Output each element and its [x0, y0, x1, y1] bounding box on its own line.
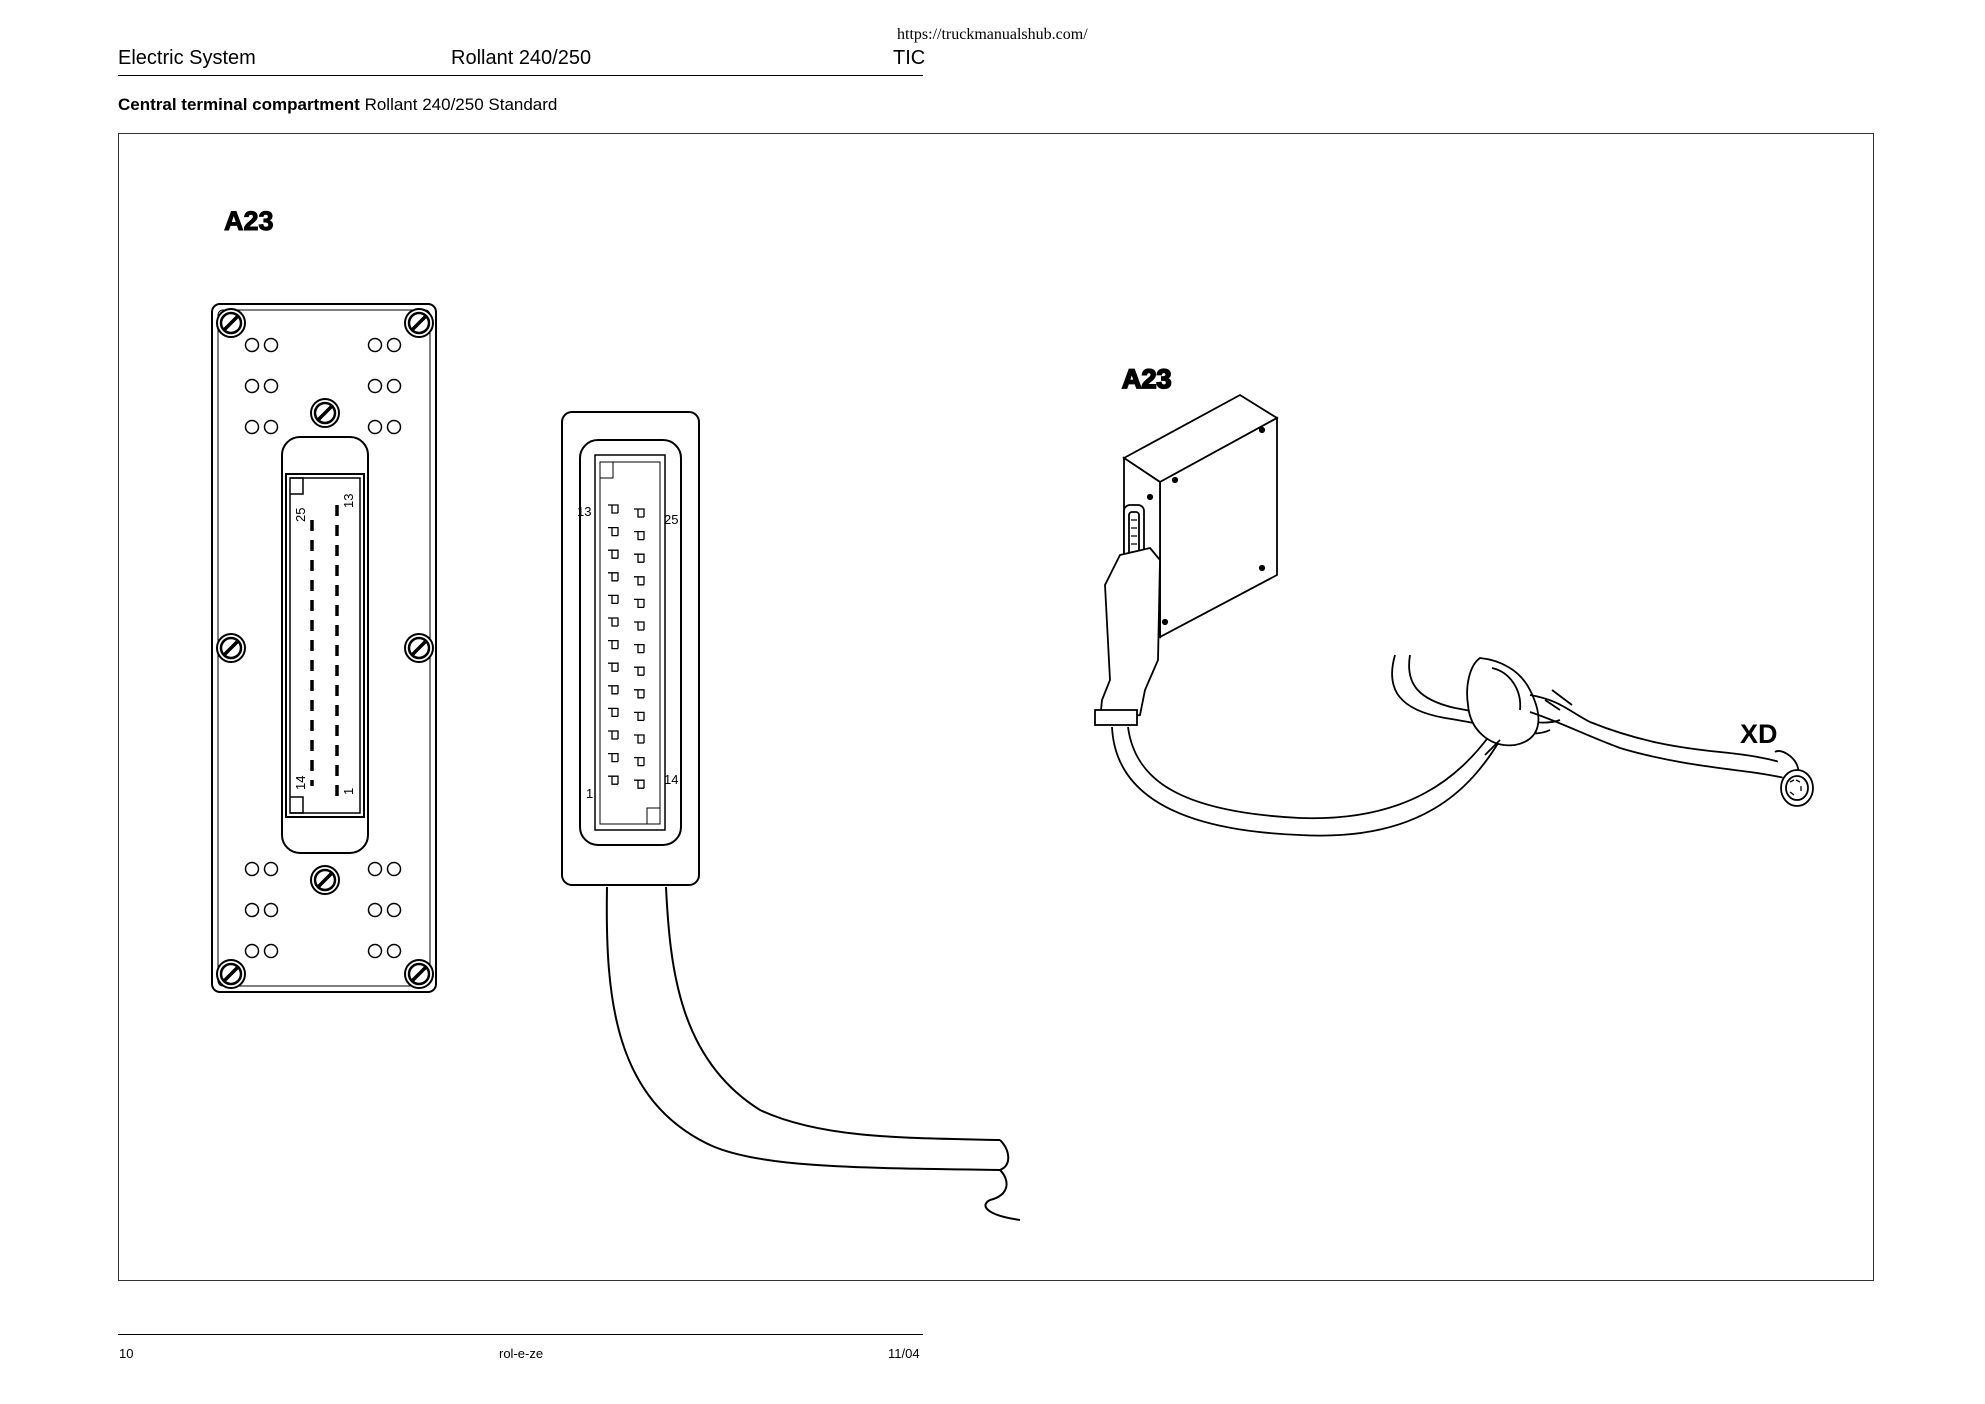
screw-head: [310, 865, 340, 895]
panel-mount-holes: [244, 337, 402, 959]
caption-rest: Rollant 240/250 Standard: [359, 95, 558, 114]
screw-head: [404, 308, 434, 338]
plug-pin-25: 25: [664, 512, 678, 527]
pin-slot: [634, 643, 645, 654]
panel-pin-14: 14: [293, 776, 308, 790]
caption-bold: Central terminal compartment: [118, 95, 360, 114]
screw-head: [404, 633, 434, 663]
plug-pin-13: 13: [577, 504, 591, 519]
pin-slot: [608, 685, 619, 695]
pin-slot: [608, 639, 619, 650]
plug-pin-labels: 13 25 1 14: [577, 504, 678, 801]
pin-slot: [608, 572, 619, 582]
plug-pin-1: 1: [586, 786, 593, 801]
screw-head: [404, 959, 434, 989]
screw-head: [310, 398, 340, 428]
pin-slot: [608, 549, 619, 559]
pin-slot: [634, 553, 645, 563]
pin-plug: [561, 411, 1021, 1221]
pin-slot: [608, 526, 619, 537]
figure-frame: [118, 133, 1874, 1281]
pin-slot: [634, 734, 645, 744]
source-url: https://truckmanualshub.com/: [897, 26, 1088, 43]
panel-pin-13: 13: [341, 494, 356, 508]
a23-module: A23: [1094, 363, 1814, 837]
header-model: Rollant 240/250: [451, 47, 592, 69]
panel-pin-labels: 25 13 14 1: [293, 494, 356, 795]
panel-label: A23: [224, 206, 274, 236]
footer-page: 10: [119, 1346, 134, 1361]
panel-screws: [216, 308, 434, 989]
pin-slot: [608, 617, 619, 627]
panel-pin-25: 25: [293, 508, 308, 522]
pin-slot: [634, 530, 645, 541]
pin-slot: [634, 756, 645, 767]
plug-pin-14: 14: [664, 772, 678, 787]
pin-slot: [634, 576, 645, 586]
connector-label-xd: XD: [1740, 719, 1778, 749]
pin-slot: [634, 711, 645, 722]
pin-slot: [608, 775, 619, 785]
pin-slot: [634, 779, 645, 789]
panel-pin-1: 1: [341, 788, 356, 795]
module-label: A23: [1122, 364, 1172, 394]
footer-rule: [118, 1334, 923, 1335]
header-rule: [118, 75, 923, 76]
header-code: TIC: [893, 47, 926, 69]
footer-date: 11/04: [888, 1346, 920, 1361]
pin-slot: [634, 508, 645, 518]
screw-head: [216, 959, 246, 989]
pin-slot: [634, 621, 645, 631]
pin-slot: [634, 689, 645, 699]
a23-panel: A23: [211, 206, 437, 993]
pin-slot: [608, 594, 619, 605]
pin-slot: [608, 752, 619, 763]
plug-pin-slots: [608, 504, 645, 789]
pin-slot: [608, 504, 619, 514]
pin-slot: [608, 662, 619, 672]
header-section: Electric System: [118, 47, 256, 69]
pin-slot: [634, 598, 645, 609]
footer-doc-code: rol-e-ze: [499, 1346, 544, 1361]
pin-slot: [608, 707, 619, 718]
screw-head: [216, 308, 246, 338]
screw-head: [216, 633, 246, 663]
pin-slot: [634, 666, 645, 676]
figure-caption: Central terminal compartment Rollant 240…: [118, 95, 557, 115]
pin-slot: [608, 730, 619, 740]
